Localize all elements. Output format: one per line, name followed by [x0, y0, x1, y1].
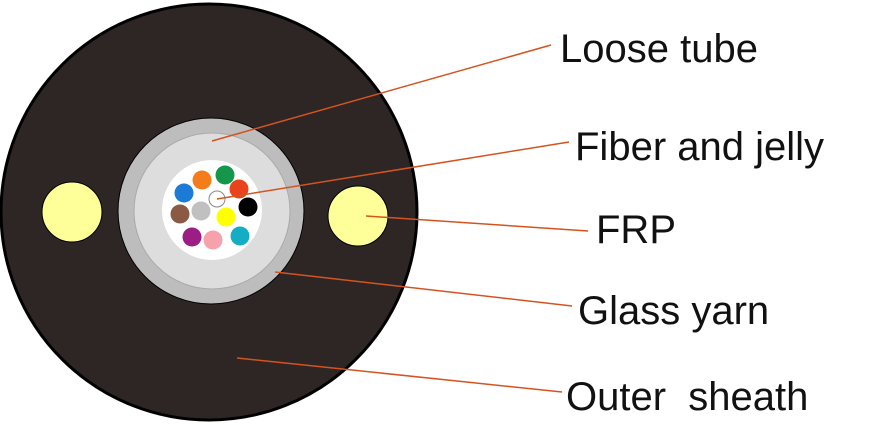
fiber-8 — [238, 197, 258, 217]
leader-line-fiber-and-jelly — [216, 141, 570, 200]
fiber-6 — [191, 201, 211, 221]
colored-fibers — [170, 165, 258, 250]
label-loose-tube: Loose tube — [560, 27, 758, 71]
label-fiber-and-jelly: Fiber and jelly — [575, 125, 825, 169]
fiber-10 — [203, 230, 223, 250]
leader-line-glass-yarn — [274, 271, 573, 307]
fiber-9 — [182, 227, 202, 247]
fiber-2 — [192, 170, 212, 190]
leader-line-loose-tube — [211, 44, 552, 142]
fiber-3 — [215, 165, 235, 185]
leader-line-outer-sheath — [236, 357, 563, 393]
label-outer-sheath: Outer sheath — [566, 375, 809, 419]
fiber-11 — [230, 226, 250, 246]
fiber-7 — [216, 207, 236, 227]
label-glass-yarn: Glass yarn — [578, 289, 770, 333]
fiber-4 — [229, 179, 249, 199]
leader-line-frp — [365, 215, 589, 232]
frp-right — [327, 185, 389, 247]
fiber-5 — [170, 204, 190, 224]
fiber-1 — [174, 183, 194, 203]
label-frp: FRP — [596, 208, 676, 252]
frp-left — [41, 181, 103, 243]
